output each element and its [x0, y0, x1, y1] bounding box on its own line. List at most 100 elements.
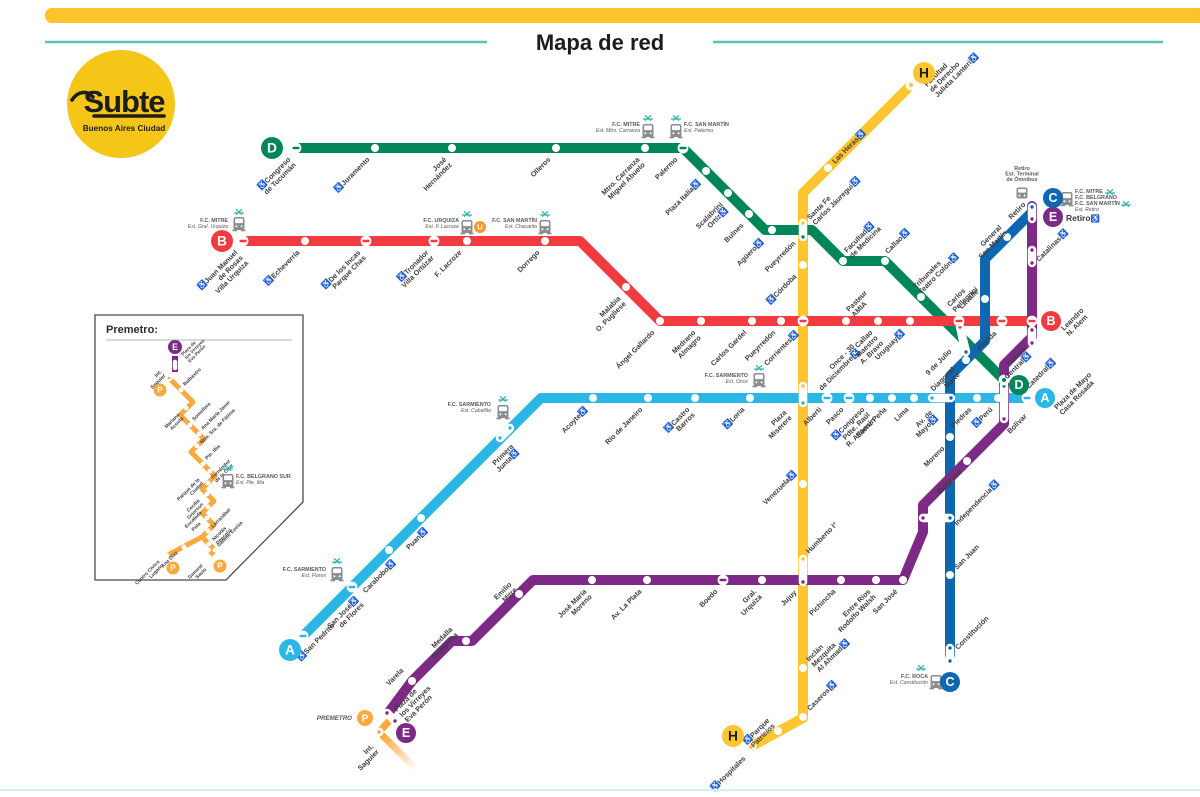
station-label: Plaza Italia♿ — [663, 178, 702, 217]
station-label: Pueyrredón — [763, 239, 798, 274]
station-label: Callao♿ — [883, 227, 911, 255]
station-dot — [643, 576, 651, 584]
line-badge — [1041, 311, 1061, 331]
interchange-capsule — [927, 393, 956, 403]
station-dot — [872, 576, 880, 584]
station-dot — [371, 144, 379, 152]
premetro-station-dot — [204, 515, 210, 521]
station-label: Once - 30de Diciembre♿ — [812, 342, 862, 392]
premetro-station-dot — [163, 553, 169, 559]
logo-wordmark: Subte — [83, 84, 165, 119]
premetro-station-dot — [196, 431, 202, 437]
station-label: Independencia♿ — [952, 479, 1001, 528]
station-dot — [994, 394, 1002, 402]
interchange-capsule — [918, 513, 955, 523]
line-badge-letter: P — [170, 564, 176, 573]
top-bar — [45, 8, 1200, 23]
train-icon — [641, 124, 655, 139]
railway-crossing-icon — [223, 464, 233, 472]
station-dot — [946, 433, 954, 441]
station-label: Humberto I° — [804, 520, 839, 555]
interchange-capsule — [1027, 245, 1037, 268]
station-dot — [746, 394, 754, 402]
interchange-capsule — [1027, 325, 1037, 348]
station-dot — [981, 295, 989, 303]
station-dot — [799, 261, 807, 269]
premetro-station-dot — [178, 387, 184, 393]
station-label: Pichincha — [807, 586, 838, 617]
station-dot — [745, 210, 753, 218]
station-label: ♿Juramento — [332, 155, 371, 194]
station-dot — [589, 394, 597, 402]
station-dot — [962, 356, 970, 364]
line-badge — [1035, 388, 1055, 408]
station-label: Int.Saguier — [350, 742, 380, 772]
premetro-station-dot — [205, 504, 211, 510]
line-badge-letter: C — [1048, 191, 1057, 205]
station-label: Av. La Plata — [609, 586, 644, 621]
line-badge-letter: H — [728, 729, 738, 744]
train-icon — [669, 124, 683, 139]
station-dot — [768, 226, 776, 234]
station-label: ♿CastroBarros — [662, 405, 697, 440]
station-dot — [958, 334, 966, 342]
station-dot — [622, 283, 630, 291]
train-icon — [232, 217, 246, 232]
railway-crossing-icon — [234, 208, 244, 216]
train-icon — [752, 373, 766, 388]
line-badge — [1043, 207, 1063, 227]
station-dot — [748, 317, 756, 325]
station-label: José MaríaMoreno — [556, 586, 595, 625]
station-dot — [697, 317, 705, 325]
station-label: ScalabriniOrtíz♿ — [694, 200, 730, 236]
station-dot — [881, 257, 889, 265]
station-dot — [702, 167, 710, 175]
premetro-station-dot — [205, 554, 211, 560]
station-dot — [963, 457, 971, 465]
railway-crossing-icon — [671, 114, 681, 122]
station-markers — [237, 79, 1038, 753]
station-dot — [777, 317, 785, 325]
train-icon — [460, 220, 474, 235]
station-label: ♿Echeverría — [262, 247, 302, 287]
station-dot — [417, 514, 425, 522]
station-dot — [946, 571, 954, 579]
premetro-station-dot — [181, 544, 187, 550]
line-badge — [396, 723, 416, 743]
metro-line-D — [291, 143, 1009, 385]
railway-crossing-icon — [754, 364, 764, 372]
logo-subtitle: Buenos Aires Ciudad — [83, 124, 166, 133]
station-label: InclánMezquitaAl Ahmad♿ — [804, 627, 851, 674]
subte-logo: Subte Buenos Aires Ciudad — [67, 50, 175, 158]
station-label: ♿Loria — [721, 404, 747, 430]
train-icon — [330, 567, 344, 582]
line-badge-letter: B — [217, 234, 227, 249]
railway-crossing-icon — [1105, 188, 1115, 196]
line-badge — [940, 672, 960, 692]
station-label: Boedo — [697, 587, 720, 610]
railway-crossing-icon — [498, 395, 508, 403]
station-dot — [724, 189, 732, 197]
station-label: Varela — [384, 665, 406, 687]
station-label: PlazaMiserere — [761, 407, 794, 440]
urquiza-badge-letter: U — [477, 223, 482, 232]
metro-line-A — [298, 393, 1032, 641]
line-badge-letter: P — [217, 562, 223, 571]
station-label: Av. deMayo♿ — [908, 408, 939, 439]
station-label: Constitución — [953, 614, 990, 651]
station-label: Palermo — [653, 155, 680, 182]
line-badge-letter: B — [1046, 314, 1055, 328]
interchange-capsule — [945, 643, 955, 666]
station-dot — [1003, 233, 1011, 241]
line-badge — [168, 340, 182, 354]
station-label: Retiro♿ — [1066, 213, 1100, 223]
station-label: MalabiaO. Pugliese — [588, 293, 628, 333]
station-label: San Juan — [952, 542, 981, 571]
railway-crossing-icon — [462, 210, 472, 218]
inset-title: Premetro: — [106, 324, 158, 336]
